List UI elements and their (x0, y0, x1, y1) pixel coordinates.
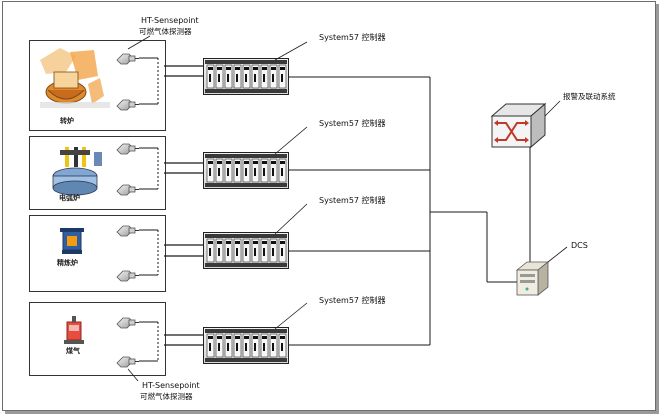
dcs-computer-icon (515, 261, 550, 296)
converter-furnace-icon (40, 48, 110, 108)
gas-sensor-icon (116, 99, 139, 111)
gas-sensor-icon (116, 143, 139, 155)
plant-label-gas: 煤气 (66, 347, 80, 355)
gas-sensor-icon (116, 184, 139, 196)
controller-label-1: System57 控制器 (319, 33, 386, 42)
plant-label-refining: 精炼炉 (57, 259, 78, 267)
controller-label-4: System57 控制器 (319, 296, 386, 305)
alarm-label-leader (544, 100, 561, 117)
plant-box-gas (29, 302, 166, 376)
row-4 (116, 302, 430, 368)
row-1 (116, 41, 430, 111)
row-3 (116, 203, 430, 282)
alarm-system-label: 报警及联动系统 (563, 92, 616, 101)
controller-label-2: System57 控制器 (319, 119, 386, 128)
gas-sensor-icon (116, 225, 139, 237)
bottom-detector-model: HT-Sensepoint (142, 381, 200, 390)
gas-sensor-icon (116, 356, 139, 368)
system57-controller-rack (203, 232, 289, 269)
dcs-label: DCS (571, 241, 588, 250)
controller-label-leader (274, 302, 308, 330)
controller-label-leader (274, 41, 308, 61)
electric-arc-furnace-icon (52, 147, 102, 196)
detector-label-leader (127, 368, 139, 382)
detector-label-leader (127, 35, 151, 50)
gas-sensor-icon (116, 53, 139, 65)
top-detector-model: HT-Sensepoint (141, 16, 199, 25)
gas-holder-icon (64, 316, 84, 344)
system57-controller-rack (203, 327, 289, 364)
network-switch-icon (490, 102, 547, 149)
system57-controller-rack (203, 152, 289, 189)
system57-controller-rack (203, 58, 289, 95)
gas-sensor-icon (116, 270, 139, 282)
dcs-label-leader (547, 246, 568, 263)
controller-label-leader (274, 203, 308, 235)
controller-label-3: System57 控制器 (319, 196, 386, 205)
refining-furnace-icon (60, 228, 84, 254)
plant-box-refining (29, 215, 166, 292)
bottom-detector-desc: 可燃气体探测器 (140, 392, 193, 401)
controller-label-leader (274, 126, 308, 155)
gas-sensor-icon (116, 317, 139, 329)
row-2 (116, 126, 430, 196)
plant-label-arc-furnace: 电弧炉 (59, 194, 80, 202)
top-detector-desc: 可燃气体探测器 (139, 27, 192, 36)
plant-label-converter: 转炉 (60, 117, 74, 125)
